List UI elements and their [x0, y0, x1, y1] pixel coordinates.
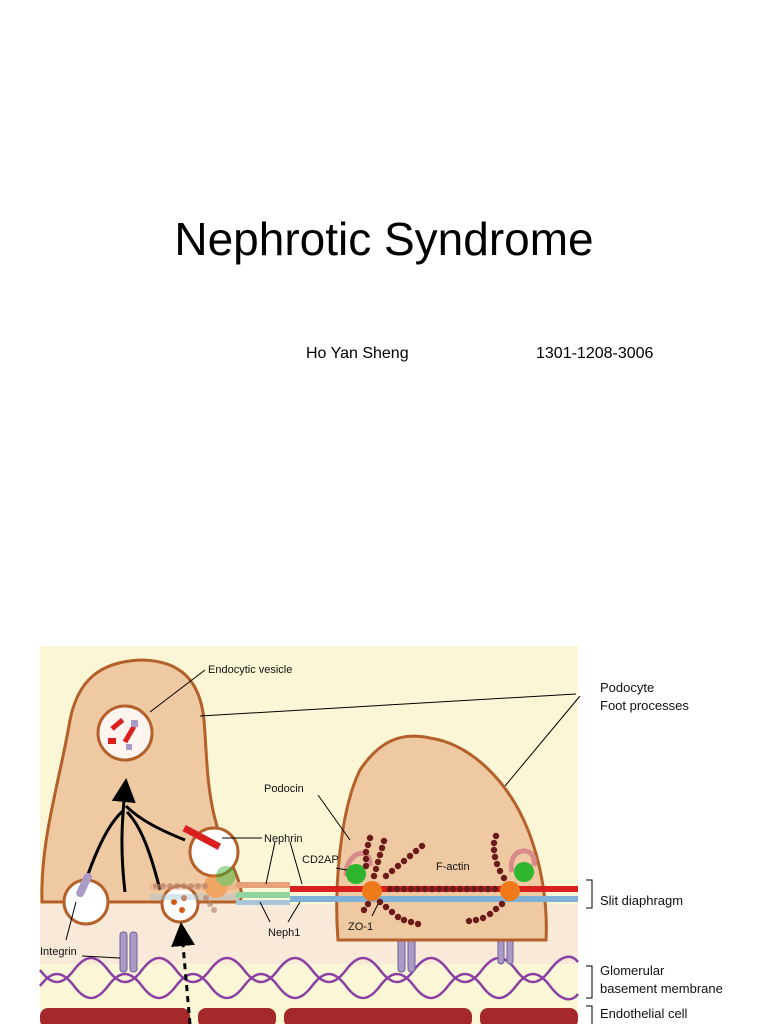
label-integrin: Integrin — [40, 946, 77, 958]
label-glomerular: Glomerular — [600, 963, 665, 978]
label-podocin: Podocin — [264, 783, 304, 795]
cd2ap-right — [514, 862, 534, 882]
brackets — [586, 880, 592, 1024]
label-cd2ap: CD2AP — [302, 854, 339, 866]
label-nephrin: Nephrin — [264, 833, 303, 845]
label-neph1: Neph1 — [268, 927, 300, 939]
label-f-actin: F-actin — [436, 861, 470, 873]
zo1-right — [500, 881, 520, 901]
slide-title: Nephrotic Syndrome — [0, 212, 768, 266]
endocytic-bud-right — [162, 886, 198, 922]
slit-diaphragm-middle — [236, 882, 290, 905]
author-name: Ho Yan Sheng — [306, 345, 409, 363]
label-basement-membrane: basement membrane — [600, 981, 723, 996]
zo1-left — [362, 881, 382, 901]
podocyte-diagram: Endocytic vesicle Podocyte Foot processe… — [0, 640, 768, 1024]
label-podocyte: Podocyte — [600, 680, 654, 695]
label-endothelial-cell: Endothelial cell — [600, 1006, 688, 1021]
podocyte-diagram-svg: Endocytic vesicle Podocyte Foot processe… — [0, 640, 768, 1024]
endocytic-vesicle — [98, 706, 152, 760]
label-slit-diaphragm: Slit diaphragm — [600, 893, 683, 908]
student-id: 1301-1208-3006 — [536, 345, 653, 363]
label-endocytic-vesicle: Endocytic vesicle — [208, 664, 292, 676]
label-foot-processes: Foot processes — [600, 698, 689, 713]
endothelial-cells — [40, 1008, 578, 1024]
label-zo1: ZO-1 — [348, 921, 373, 933]
